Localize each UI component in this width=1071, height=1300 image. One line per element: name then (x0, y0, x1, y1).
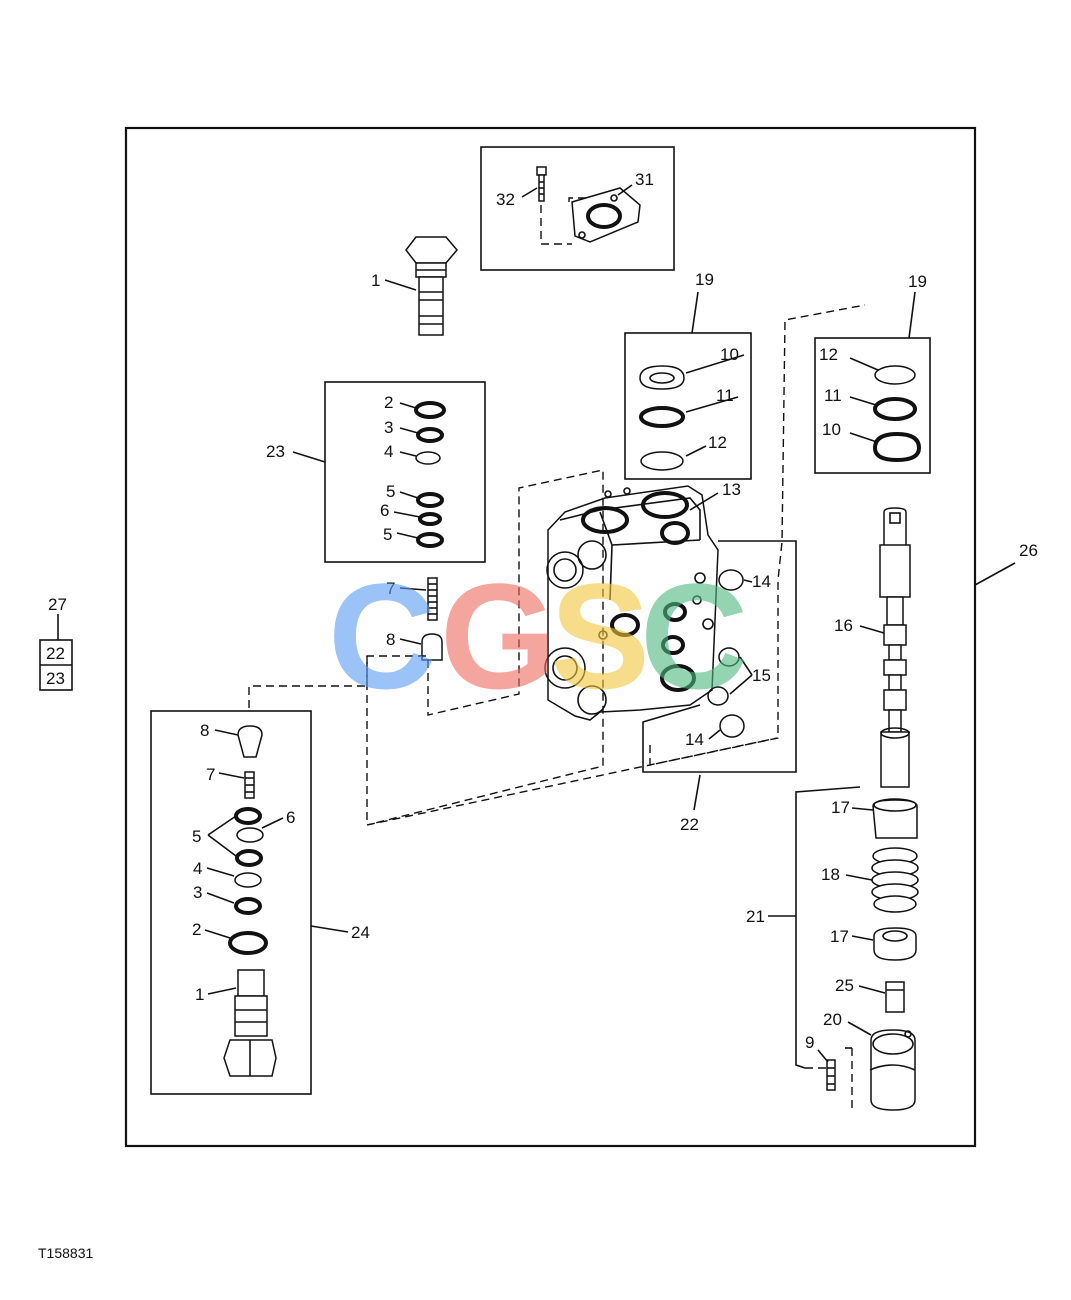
callout-22: 22 (680, 815, 699, 834)
callout-1-low: 1 (195, 985, 204, 1004)
callout-23: 23 (266, 442, 285, 461)
callout-8-low: 8 (200, 721, 209, 740)
callout-9: 9 (805, 1033, 814, 1052)
callout-2-top: 2 (384, 393, 393, 412)
callout-3-top: 3 (384, 418, 393, 437)
callout-6-top: 6 (380, 501, 389, 520)
kit-box-22 (642, 540, 797, 773)
callout-14-lower: 14 (685, 730, 704, 749)
callout-8-mid: 8 (386, 630, 395, 649)
callout-4-low: 4 (193, 859, 202, 878)
callout-6-low: 6 (286, 808, 295, 827)
callout-32: 32 (496, 190, 515, 209)
callout-12-left: 12 (708, 433, 727, 452)
outer-frame (124, 126, 977, 1148)
callout-25: 25 (835, 976, 854, 995)
valve-body (544, 485, 719, 721)
callout-19-right: 19 (908, 272, 927, 291)
spring-and-poppet-mid (421, 577, 443, 661)
kit-box-19-left (624, 332, 752, 480)
kit-box-24 (150, 710, 312, 1095)
callout-3-low: 3 (193, 883, 202, 902)
kit-box-23 (324, 381, 486, 563)
callout-16: 16 (834, 616, 853, 635)
callout-5b-top: 5 (383, 525, 392, 544)
callout-7-low: 7 (206, 765, 215, 784)
callout-10-right: 10 (822, 420, 841, 439)
watermark: C G S C (328, 552, 748, 720)
callout-10-left: 10 (720, 345, 739, 364)
kit-box-31-32 (480, 146, 675, 271)
watermark-letter-3: S (550, 552, 650, 720)
callout-labels: 32 31 1 2 3 4 5 6 5 23 7 8 8 7 5 6 4 3 2… (46, 170, 1038, 1052)
callout-13: 13 (722, 480, 741, 499)
callout-7-mid: 7 (386, 579, 395, 598)
callout-11-right: 11 (824, 386, 842, 405)
callout-12-right: 12 (819, 345, 838, 364)
callout-19-left: 19 (695, 270, 714, 289)
watermark-letter-1: C (328, 552, 436, 720)
centering-spring-kit (826, 798, 919, 1111)
assembly-dashed-lines (248, 304, 866, 1069)
callout-18: 18 (821, 865, 840, 884)
callout-27: 27 (48, 595, 67, 614)
relief-valve-cartridge-top (405, 236, 458, 336)
callout-4-top: 4 (384, 442, 393, 461)
callout-5a-top: 5 (386, 482, 395, 501)
kit-reference-box-27 (39, 614, 73, 691)
kit-box-19-right (814, 337, 931, 474)
callout-11-left: 11 (716, 386, 734, 405)
callout-20: 20 (823, 1010, 842, 1029)
leader-lines (204, 184, 1016, 1063)
watermark-letter-4: C (640, 552, 748, 720)
figure-id: T158831 (38, 1245, 93, 1261)
callout-17-upper: 17 (831, 798, 850, 817)
callout-31: 31 (635, 170, 654, 189)
callout-17-lower: 17 (830, 927, 849, 946)
callout-2-low: 2 (192, 920, 201, 939)
watermark-letter-2: G (440, 552, 557, 720)
kit-ref-23: 23 (46, 669, 65, 688)
callout-14-upper: 14 (752, 572, 771, 591)
callout-5-low: 5 (192, 827, 201, 846)
spool (879, 507, 911, 788)
kit-ref-22: 22 (46, 644, 65, 663)
callout-21: 21 (746, 907, 765, 926)
callout-24: 24 (351, 923, 370, 942)
callout-26: 26 (1019, 541, 1038, 560)
callout-15: 15 (752, 666, 771, 685)
callout-1-top: 1 (371, 271, 380, 290)
